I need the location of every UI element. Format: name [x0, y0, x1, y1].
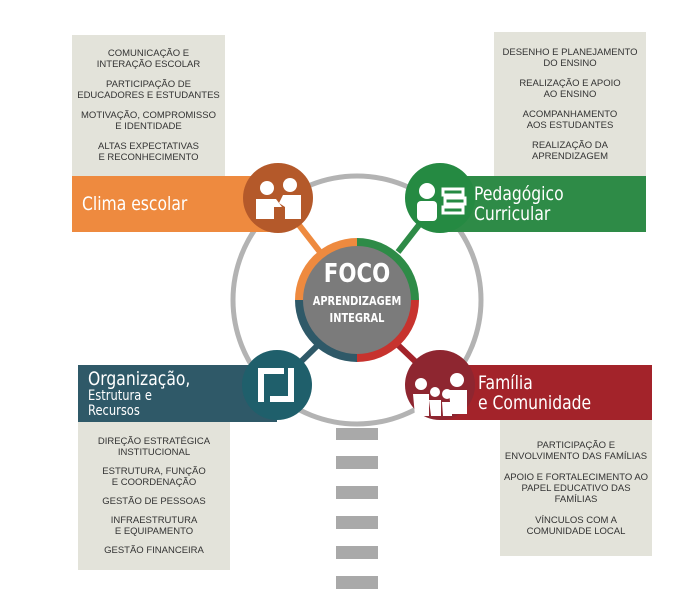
list-item: REALIZAÇÃO DA APRENDIZAGEM — [531, 139, 609, 162]
pedagogico-items: DESENHO E PLANEJAMENTO DO ENSINO REALIZA… — [494, 32, 646, 176]
center-line1: APRENDIZAGEM — [313, 294, 401, 308]
organizacao-title-1: Organização, — [88, 367, 191, 390]
list-item: GESTÃO FINANCEIRA — [104, 545, 204, 556]
list-item: APOIO E FORTALECIMENTO AO PAPEL EDUCATIV… — [503, 471, 649, 505]
center-title: FOCO — [324, 258, 390, 289]
clima-escolar-title: Clima escolar — [82, 193, 188, 215]
dashed-path — [336, 428, 378, 589]
list-item: INFRAESTRUTURA E EQUIPAMENTO — [110, 515, 198, 537]
organizacao-title-3: Recursos — [88, 402, 140, 419]
familia-items: PARTICIPAÇÃO E ENVOLVIMENTO DAS FAMÍLIAS… — [500, 420, 652, 556]
list-item: PARTICIPAÇÃO E ENVOLVIMENTO DAS FAMÍLIAS — [504, 439, 648, 462]
clima-escolar-items: COMUNICAÇÃO E INTERAÇÃO ESCOLAR PARTICIP… — [72, 35, 225, 176]
list-item: ALTAS EXPECTATIVAS E RECONHECIMENTO — [97, 141, 199, 163]
center-label: FOCO APRENDIZAGEM INTEGRAL — [313, 258, 401, 325]
center-circle — [295, 238, 419, 362]
student-books-icon — [405, 163, 475, 233]
pedagogico-title-2: Curricular — [474, 203, 551, 225]
family-icon — [405, 350, 475, 420]
organizacao-title-2: Estrutura e — [88, 387, 152, 404]
familia-title-2: e Comunidade — [478, 391, 592, 414]
list-item: COMUNICAÇÃO E INTERAÇÃO ESCOLAR — [96, 48, 201, 70]
people-handshake-icon — [243, 163, 313, 233]
outer-ring — [230, 173, 484, 427]
organizacao-items: DIREÇÃO ESTRATÉGICA INSTITUCIONAL ESTRUT… — [78, 422, 230, 570]
list-item: VÍNCULOS COM A COMUNIDADE LOCAL — [526, 514, 626, 537]
list-item: ACOMPANHAMENTO AOS ESTUDANTES — [522, 108, 618, 131]
pedagogico-title-1: Pedagógico — [474, 183, 564, 205]
list-item: GESTÃO DE PESSOAS — [102, 496, 206, 507]
structure-frame-icon — [242, 350, 312, 420]
list-item: DESENHO E PLANEJAMENTO DO ENSINO — [502, 46, 638, 69]
center-line2: INTEGRAL — [330, 311, 385, 325]
familia-header: Família e Comunidade — [440, 365, 652, 420]
familia-title-1: Família — [478, 371, 533, 394]
list-item: DIREÇÃO ESTRATÉGICA INSTITUCIONAL — [97, 436, 211, 458]
list-item: PARTICIPAÇÃO DE EDUCADORES E ESTUDANTES — [77, 79, 220, 101]
list-item: ESTRUTURA, FUNÇÃO E COORDENAÇÃO — [102, 466, 206, 488]
list-item: MOTIVAÇÃO, COMPROMISSO E IDENTIDADE — [81, 110, 216, 132]
list-item: REALIZAÇÃO E APOIO AO ENSINO — [519, 77, 621, 100]
